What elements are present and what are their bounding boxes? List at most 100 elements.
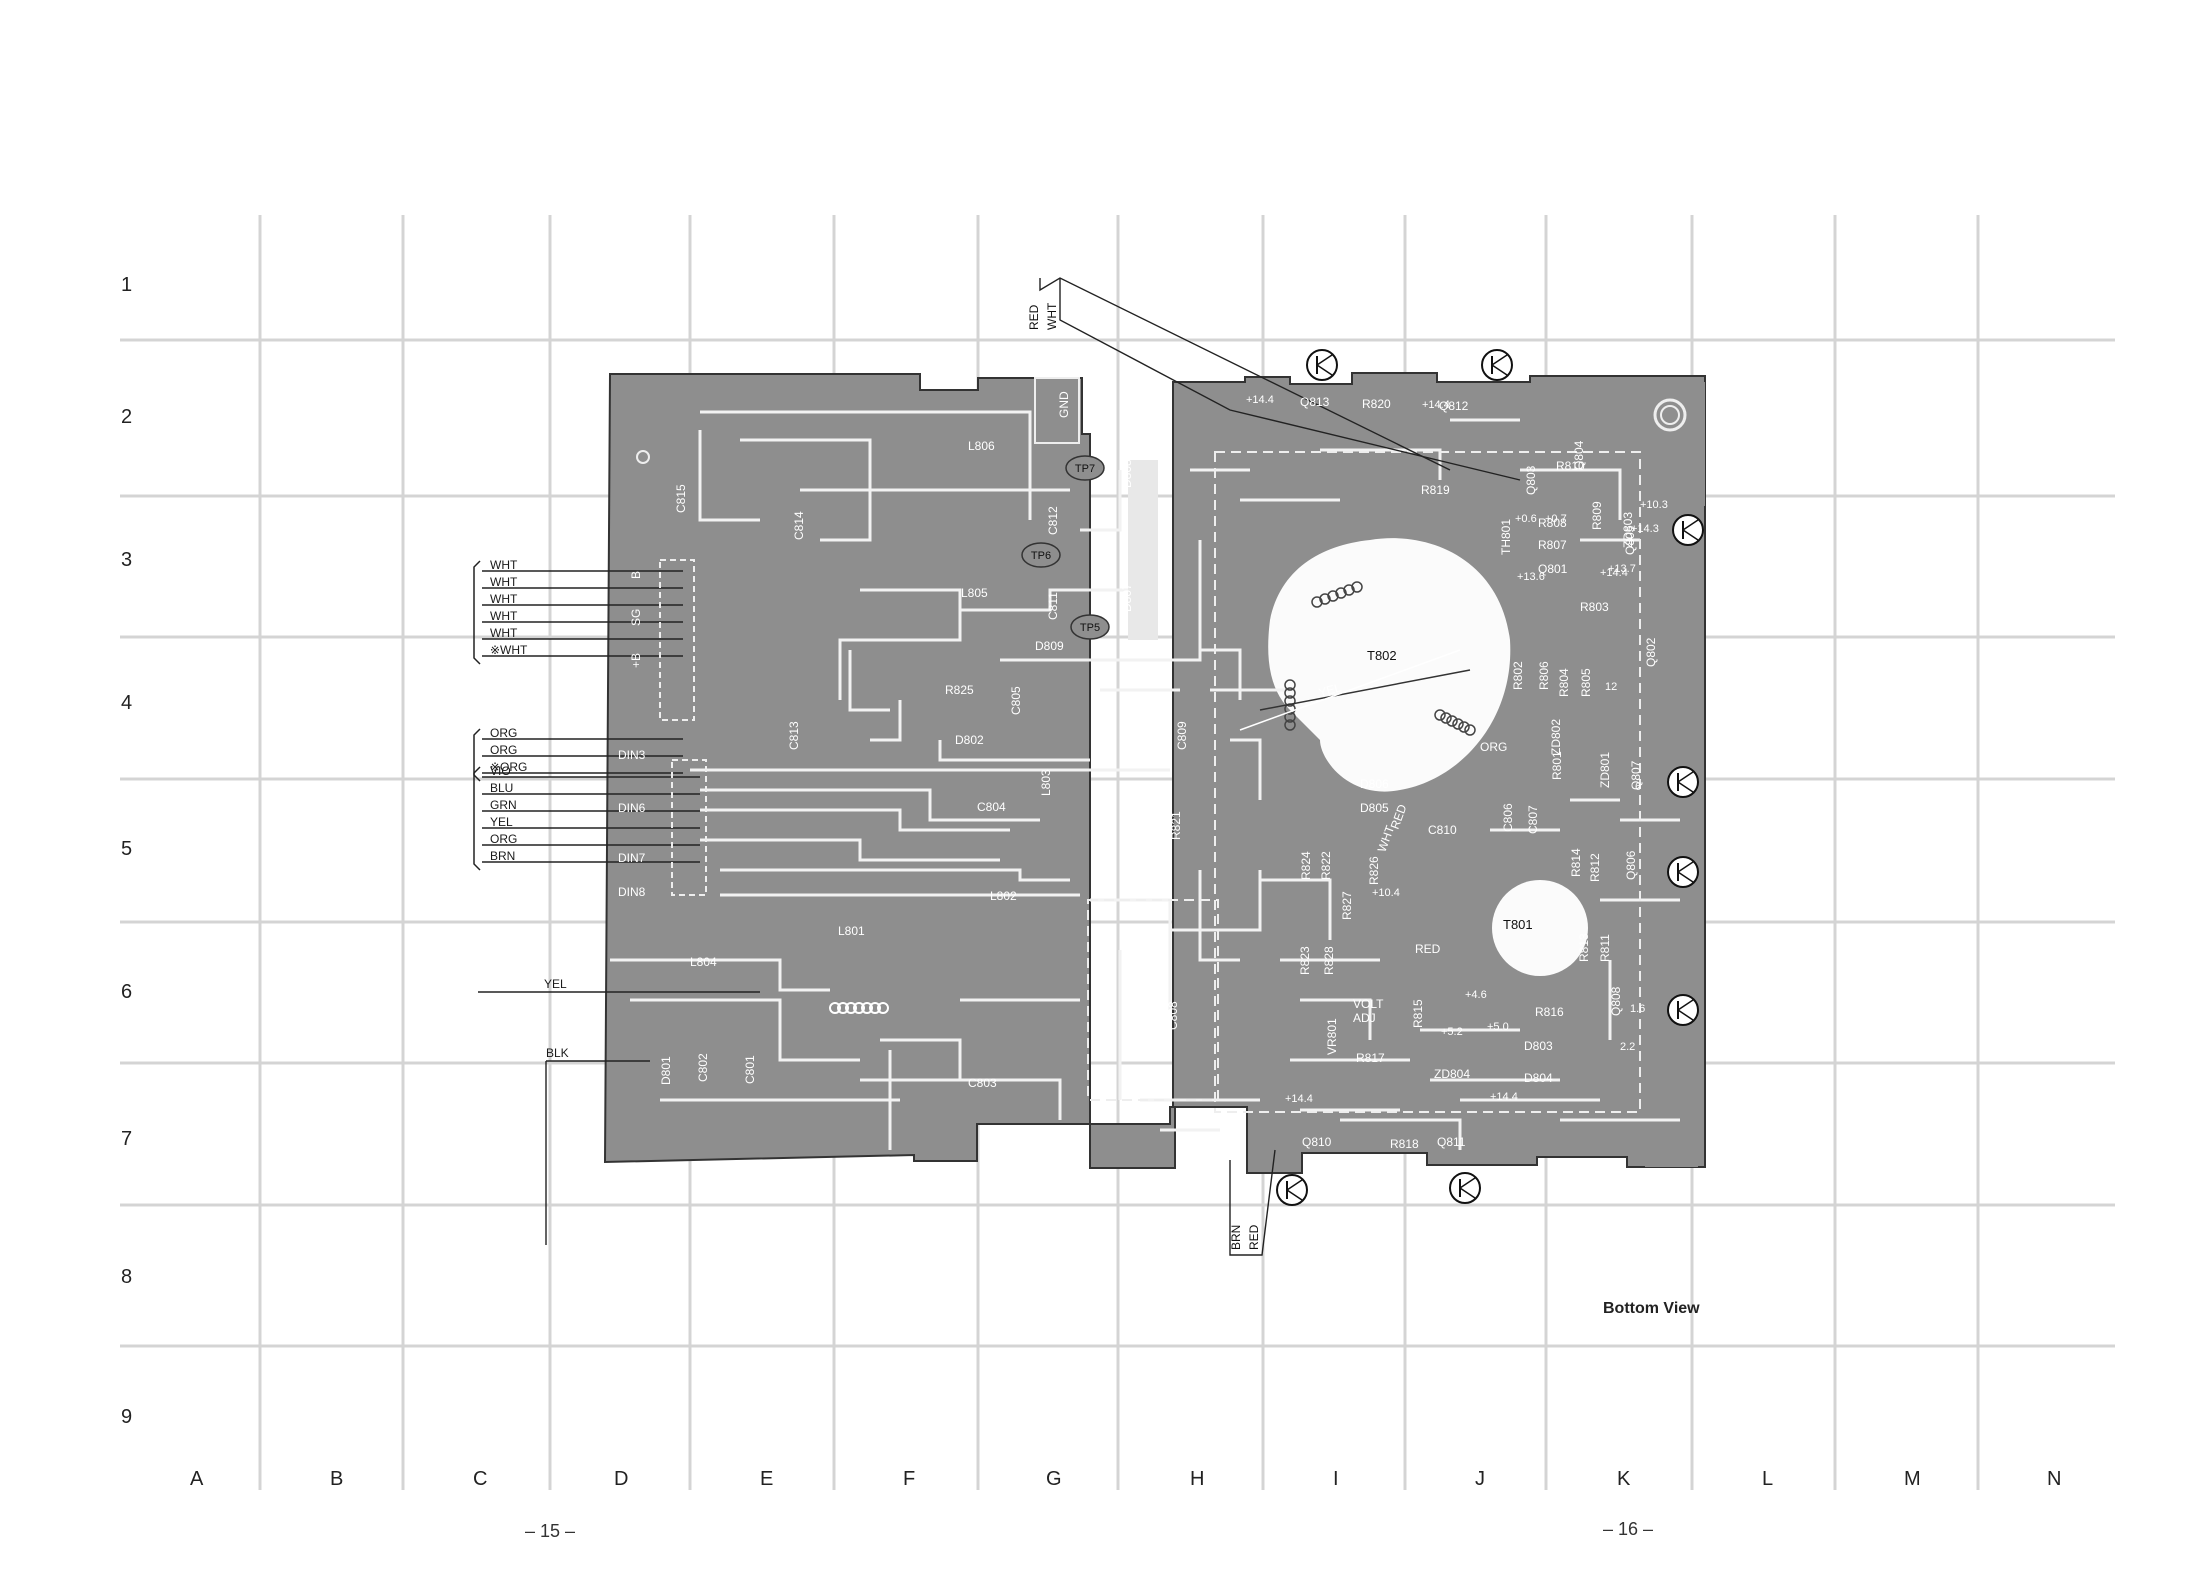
connector-outline <box>671 759 707 896</box>
transistor-lead <box>1677 999 1694 1011</box>
wire-label: ※WHT <box>490 643 528 657</box>
voltage-label: +14.4 <box>1422 399 1450 411</box>
transistor-q806: Q806 <box>1624 850 1638 880</box>
copper-trace <box>720 868 1070 882</box>
test-point-label: TP7 <box>1075 463 1095 475</box>
test-point-tp7 <box>1065 455 1105 481</box>
row-label: 1 <box>121 274 133 296</box>
row-label: 5 <box>121 838 133 860</box>
wire-bracket <box>473 560 481 665</box>
part-vr801: VR801 <box>1325 1018 1339 1055</box>
coil-turn <box>1284 687 1296 699</box>
coil-turn <box>1458 721 1470 733</box>
copper-trace <box>700 808 1010 832</box>
resistor-r824: R824 <box>1299 851 1313 880</box>
transistor-symbol <box>1449 1172 1481 1204</box>
volt-adj-label: ADJ <box>1353 1011 1376 1025</box>
page-number-right: – 16 – <box>1603 1519 1654 1539</box>
transistor-lead <box>1491 354 1508 366</box>
transistor-lead <box>1316 364 1333 376</box>
transistor-symbol <box>1672 514 1704 546</box>
diode-d804: D804 <box>1524 1071 1553 1085</box>
diode-d805: D805 <box>1360 801 1389 815</box>
transistor-symbol <box>1481 349 1513 381</box>
resistor-r825: R825 <box>945 683 974 697</box>
coil-turn <box>829 1002 841 1014</box>
resistor-r801: R801 <box>1550 751 1564 780</box>
voltage-label: +13.6 <box>1517 571 1545 583</box>
copper-trace <box>960 588 1140 612</box>
wire-label: WHT <box>490 575 518 589</box>
transistor-q808: Q808 <box>1609 986 1623 1016</box>
gnd-terminal <box>1034 377 1080 444</box>
row-label: 6 <box>121 981 133 1003</box>
transformer-wire-label: RED <box>1415 942 1441 956</box>
voltage-label: +0.6 <box>1515 513 1537 525</box>
inductor-l802: L802 <box>990 889 1017 903</box>
connector-outline <box>659 559 695 721</box>
coil-turn <box>837 1002 849 1014</box>
page-number-left: – 15 – <box>525 1521 576 1541</box>
resistor-r804: R804 <box>1557 668 1571 697</box>
pcb-board <box>603 372 1706 1174</box>
voltage-label: +14.3 <box>1631 523 1659 535</box>
copper-trace <box>700 788 1040 822</box>
coil-turn <box>1284 679 1296 691</box>
column-label: G <box>1046 1468 1062 1490</box>
resistor-r821: R821 <box>1169 811 1183 840</box>
t802-lead <box>1239 649 1461 731</box>
connector-label: DIN6 <box>618 801 646 815</box>
wire-label: BRN <box>490 849 515 863</box>
resistor-r815: R815 <box>1411 999 1425 1028</box>
grid-lines <box>120 215 2115 1490</box>
resistor-r809: R809 <box>1590 501 1604 530</box>
voltage-label: +14.4 <box>1600 567 1628 579</box>
capacitor-c815: C815 <box>674 484 688 513</box>
voltage-label: +10.4 <box>1372 887 1400 899</box>
diode-zd803: ZD803 <box>1621 512 1635 548</box>
transistor-lead <box>1677 871 1694 883</box>
diode-strip <box>1128 460 1158 640</box>
component-labels: BSG+BDIN3DIN6DIN7DIN8T802T801YELORGREDWH… <box>618 391 1668 1151</box>
wire-label: WHT <box>490 558 518 572</box>
coil-turn <box>1434 709 1446 721</box>
copper-trace <box>838 588 962 700</box>
row-label: 4 <box>121 692 133 714</box>
caption-bottom-view: Bottom View <box>1603 1300 1700 1317</box>
column-label: H <box>1190 1468 1205 1490</box>
capacitor-c811: C811 <box>1046 592 1060 620</box>
copper-trace <box>860 1078 1062 1120</box>
connector-label: SG <box>629 609 643 626</box>
transistor-lead <box>1682 529 1699 541</box>
resistor-r812: R812 <box>1588 853 1602 882</box>
resistor-r820: R820 <box>1362 397 1391 411</box>
resistor-r822: R822 <box>1319 851 1333 880</box>
column-label: A <box>190 1468 204 1490</box>
diode-d808: D808 <box>1120 459 1134 488</box>
coil-turn <box>1284 719 1296 731</box>
transistor-q804: Q804 <box>1572 440 1586 470</box>
resistor-r828: R828 <box>1322 946 1336 975</box>
wire-label: ORG <box>490 743 517 757</box>
transistor-q811: Q811 <box>1437 1135 1466 1149</box>
transformer-wire-label: YEL <box>1317 680 1343 699</box>
copper-trace <box>698 430 760 522</box>
wire-bottom <box>1229 1149 1276 1256</box>
copper-trace <box>848 650 890 712</box>
test-point-tp5 <box>1070 614 1110 640</box>
connector-label: +B <box>629 653 643 668</box>
voltage-label: +0.7 <box>1545 513 1567 525</box>
copper-trace <box>630 998 860 1062</box>
wire-label-red: RED <box>1247 1224 1261 1250</box>
t802-lead <box>1259 669 1471 711</box>
copper-trace <box>1090 898 1172 1010</box>
transistor-symbol <box>1667 994 1699 1026</box>
transistor-q812: Q812 <box>1439 399 1469 413</box>
inductor-l803: L803 <box>1039 769 1053 796</box>
external-wires: WHTWHTWHTWHTWHT※WHTORGORG※ORGVIOBLUGRNYE… <box>473 277 1521 1256</box>
wire-label-wht: WHT <box>1045 302 1059 330</box>
voltage-label: 6 <box>1635 781 1641 793</box>
transistor-q805: Q805 <box>1623 525 1637 555</box>
inductor-l801: L801 <box>838 924 865 938</box>
